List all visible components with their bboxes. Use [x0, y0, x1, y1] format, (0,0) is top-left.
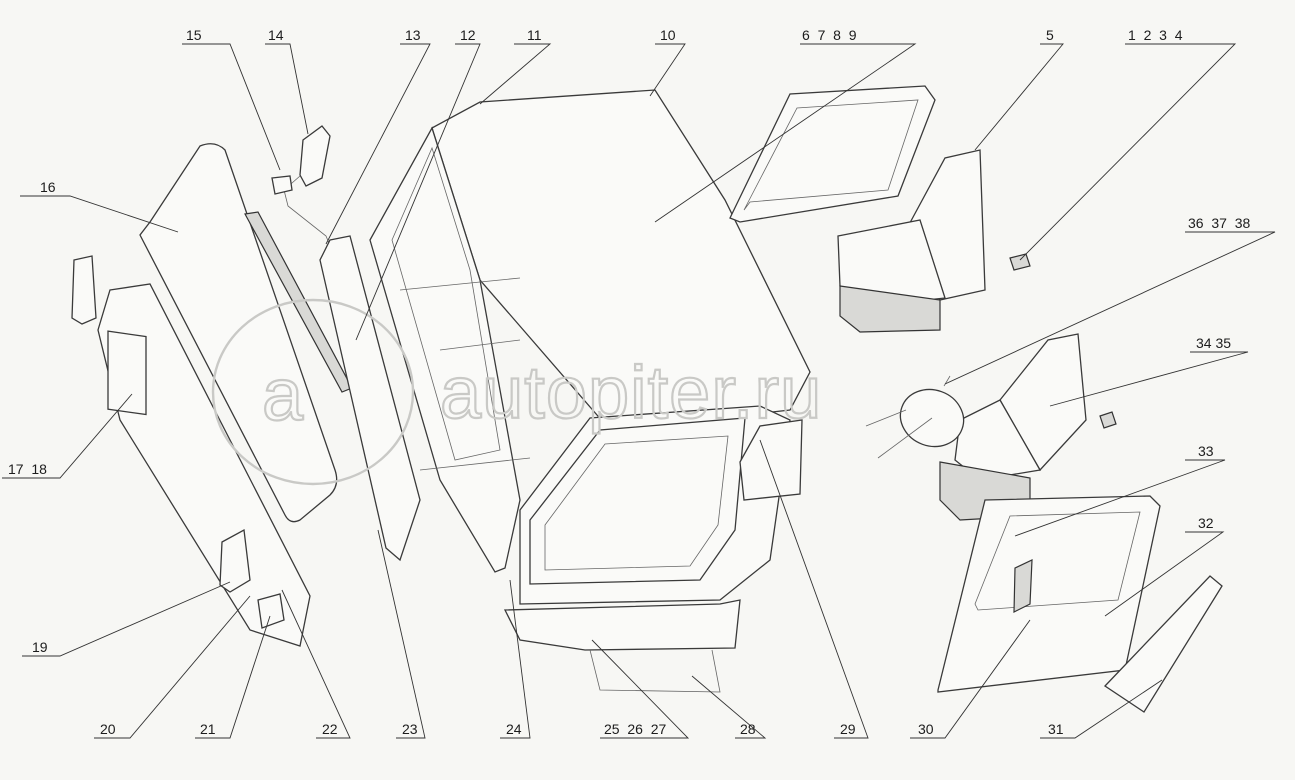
callout-14: 14	[268, 27, 284, 43]
steering-column	[865, 375, 951, 459]
rear-window-frame	[729, 85, 936, 223]
cab-roof	[431, 89, 811, 431]
rear-window-glass	[743, 99, 919, 211]
callout-31: 31	[1048, 721, 1064, 737]
right-door-frame	[739, 419, 803, 501]
mirror-15	[271, 175, 293, 195]
mirror-14	[299, 125, 331, 187]
callout-32: 32	[1198, 515, 1214, 531]
panel-31	[1103, 575, 1223, 713]
callout-34-35: 34 35	[1196, 335, 1231, 351]
callout-10: 10	[660, 27, 676, 43]
back-wall-window	[107, 330, 147, 416]
callout-20: 20	[100, 721, 116, 737]
callout-12: 12	[460, 27, 476, 43]
callout-17-18: 17 18	[8, 461, 47, 477]
callout-36-37-38: 36 37 38	[1188, 215, 1250, 231]
callout-28: 28	[740, 721, 756, 737]
cab-floor-line	[399, 277, 531, 471]
callout-22: 22	[322, 721, 338, 737]
callout-11: 11	[527, 27, 542, 43]
callout-1-2-3-4: 1 2 3 4	[1128, 27, 1183, 43]
callout-15: 15	[186, 27, 202, 43]
step-28	[589, 649, 721, 693]
cab-front-window	[529, 417, 746, 585]
callout-5: 5	[1046, 27, 1054, 43]
front-pillar	[319, 235, 421, 562]
rear-panel	[139, 143, 338, 523]
callout-16: 16	[40, 179, 56, 195]
small-part-1	[1009, 253, 1031, 271]
callout-21: 21	[200, 721, 216, 737]
rear-window-left	[71, 255, 97, 325]
callout-13: 13	[405, 27, 421, 43]
seat-base-5	[839, 285, 941, 333]
cab-left-side	[369, 126, 521, 573]
callout-25-26-27: 25 26 27	[604, 721, 666, 737]
callout-24: 24	[506, 721, 522, 737]
door-handle-30	[1013, 559, 1033, 613]
watermark-logo-glyph: a	[262, 353, 304, 436]
callout-33: 33	[1198, 443, 1214, 459]
leader-lines	[2, 43, 1276, 739]
callout-23: 23	[402, 721, 418, 737]
cab-bottom-box	[503, 599, 741, 651]
callout-19: 19	[32, 639, 48, 655]
callout-29: 29	[840, 721, 856, 737]
callout-6-7-8-9: 6 7 8 9	[802, 27, 857, 43]
bracket-21	[257, 593, 285, 629]
door-33-window	[974, 511, 1141, 611]
back-wall	[97, 283, 311, 647]
watermark-text: autopiter.ru	[440, 351, 822, 434]
callout-30: 30	[918, 721, 934, 737]
cab-front-window-inner	[544, 435, 729, 571]
bracket-19	[219, 528, 251, 593]
door-33	[937, 495, 1161, 693]
watermark-logo-ring	[211, 298, 415, 486]
small-part-35	[1099, 411, 1117, 429]
cab-left-window	[391, 146, 501, 461]
